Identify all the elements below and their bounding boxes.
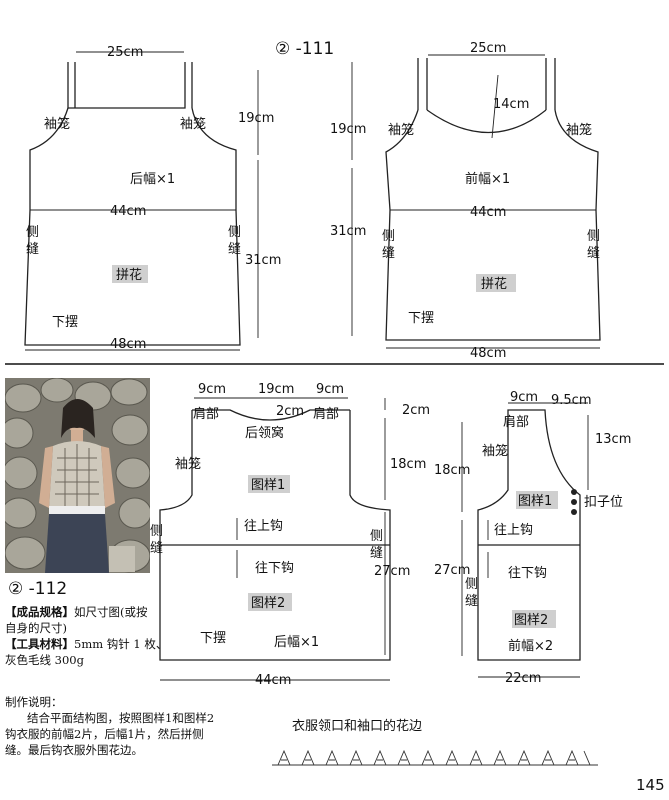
page-number: 145 <box>636 776 665 794</box>
front-piece-111 <box>351 54 601 349</box>
front-neck-depth: 14cm <box>493 97 529 112</box>
back-armhole-left: 袖笼 <box>44 116 70 132</box>
back-side-seam-left-2: 缝 <box>26 242 39 257</box>
back112-shoulder-right: 9cm <box>316 382 344 397</box>
front-top-width: 25cm <box>470 41 506 56</box>
back112-pattern2-bg <box>248 593 292 611</box>
spec-text: 如尺寸图(或按 <box>74 605 148 619</box>
back112-pattern1-bg <box>248 475 290 493</box>
front112-neck-width: 9.5cm <box>551 393 592 408</box>
back112-back-neck: 后领窝 <box>245 425 284 441</box>
front-piece-112 <box>461 402 589 678</box>
method-line-1: 结合平面结构图，按照图样1和图样2 <box>27 711 215 725</box>
method-line-3: 缝。最后钩衣服外围花边。 <box>5 743 143 757</box>
front-chest: 44cm <box>470 205 506 220</box>
back-motif: 拼花 <box>116 267 142 283</box>
back-top-width: 25cm <box>107 45 143 60</box>
back-hem: 下摆 <box>52 315 78 330</box>
back-piece-112 <box>159 397 391 681</box>
back-armhole-right: 袖笼 <box>180 116 206 132</box>
back-piece-111 <box>24 51 259 351</box>
front112-pattern1: 图样1 <box>518 494 552 509</box>
front-armhole-depth: 19cm <box>330 122 366 137</box>
front112-side-1: 侧 <box>465 577 478 592</box>
front-motif-bg <box>476 274 516 292</box>
button-3 <box>571 509 577 515</box>
back112-crochet-down: 往下钩 <box>255 561 294 576</box>
front-hem: 下摆 <box>408 311 434 326</box>
back112-side-right-2: 缝 <box>370 546 383 561</box>
back112-shoulder-left: 9cm <box>198 382 226 397</box>
front-side-seam-right-1: 侧 <box>587 229 600 244</box>
front112-crochet-up: 往上钩 <box>494 523 533 538</box>
back112-armhole-depth: 18cm <box>390 457 426 472</box>
back-armhole-depth: 19cm <box>238 111 274 126</box>
front-label: 前幅×1 <box>465 171 510 187</box>
tools-label: 【工具材料】 <box>5 637 74 651</box>
front-side-seam-left-1: 侧 <box>382 229 395 244</box>
back-body-length: 31cm <box>245 253 281 268</box>
back112-hem: 下摆 <box>200 631 226 646</box>
front-hem-width: 48cm <box>470 346 506 361</box>
title-111: ② -111 <box>275 39 334 59</box>
back-side-seam-right-1: 侧 <box>228 225 241 240</box>
front112-pattern2: 图样2 <box>514 613 548 628</box>
back112-shoulder-label-right: 肩部 <box>313 406 339 422</box>
front112-hem-width: 22cm <box>505 671 541 686</box>
back112-neck-drop-right: 2cm <box>402 403 430 418</box>
spec-text-2: 自身的尺寸) <box>5 621 67 635</box>
back-motif-bg <box>112 265 148 283</box>
front112-button: 扣子位 <box>584 495 623 510</box>
back-hem-width: 48cm <box>110 337 146 352</box>
front112-armhole-depth: 18cm <box>434 463 470 478</box>
model-photo <box>5 378 150 573</box>
back112-crochet-up: 往上钩 <box>244 519 283 534</box>
front112-neck-depth: 13cm <box>595 432 631 447</box>
front112-crochet-down: 往下钩 <box>508 566 547 581</box>
front-armhole-left: 袖笼 <box>388 122 414 138</box>
front112-pattern2-bg <box>512 610 556 628</box>
back112-neck-width: 19cm <box>258 382 294 397</box>
front-armhole-right: 袖笼 <box>566 122 592 138</box>
front112-shoulder-label: 肩部 <box>503 414 529 430</box>
button-2 <box>571 499 577 505</box>
method-title: 制作说明： <box>5 695 63 709</box>
front-side-seam-left-2: 缝 <box>382 246 395 261</box>
back112-pattern1: 图样1 <box>251 478 285 493</box>
front112-label: 前幅×2 <box>508 638 553 654</box>
front-body-length: 31cm <box>330 224 366 239</box>
front112-pattern1-bg <box>516 491 558 509</box>
back112-side-left-1: 侧 <box>150 524 163 539</box>
back-side-seam-left-1: 侧 <box>26 225 39 240</box>
edging-chart <box>272 749 598 766</box>
title-112: ② -112 <box>8 579 67 599</box>
back112-side-right-1: 侧 <box>370 529 383 544</box>
back112-shoulder-label-left: 肩部 <box>193 406 219 422</box>
front-side-seam-right-2: 缝 <box>587 246 600 261</box>
back112-label: 后幅×1 <box>274 635 319 650</box>
back112-pattern2: 图样2 <box>251 596 285 611</box>
front112-shoulder: 9cm <box>510 390 538 405</box>
back-side-seam-right-2: 缝 <box>228 242 241 257</box>
front-motif: 拼花 <box>481 276 507 292</box>
spec-label: 【成品规格】 <box>5 605 74 619</box>
method-notes: 制作说明： 结合平面结构图，按照图样1和图样2 钩衣服的前幅2片，后幅1片，然后… <box>5 694 255 758</box>
back112-armhole: 袖笼 <box>175 456 201 472</box>
tools-text: 5mm 钩针 1 枚、 <box>74 637 168 651</box>
front112-lower-length: 27cm <box>434 563 470 578</box>
method-line-2: 钩衣服的前幅2片，后幅1片，然后拼侧 <box>5 727 204 741</box>
edging-title: 衣服领口和袖口的花边 <box>292 718 422 734</box>
back112-neck-drop: 2cm <box>276 404 304 419</box>
front112-side-2: 缝 <box>465 594 478 609</box>
back-chest: 44cm <box>110 204 146 219</box>
front112-armhole: 袖笼 <box>482 443 508 459</box>
back112-lower-length: 27cm <box>374 564 410 579</box>
tools-text-2: 灰色毛线 300g <box>5 653 84 667</box>
spec-notes: 【成品规格】如尺寸图(或按 自身的尺寸) 【工具材料】5mm 钩针 1 枚、 灰… <box>5 604 167 668</box>
button-1 <box>571 489 577 495</box>
back112-hem-width: 44cm <box>255 673 291 688</box>
back112-side-left-2: 缝 <box>150 541 163 556</box>
back-label: 后幅×1 <box>130 172 175 187</box>
